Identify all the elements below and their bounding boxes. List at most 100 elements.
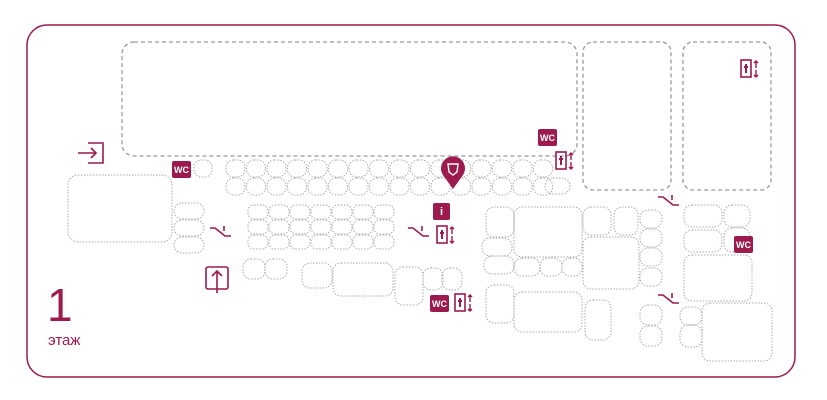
shop-area[interactable] <box>193 159 213 178</box>
shop-area[interactable] <box>369 159 389 178</box>
shop-area[interactable] <box>266 177 287 196</box>
shop-area[interactable] <box>247 219 269 235</box>
wc-icon[interactable]: WC <box>172 161 191 178</box>
shop-area[interactable] <box>639 228 663 248</box>
shop-area[interactable] <box>639 267 663 287</box>
shop-area[interactable] <box>471 177 492 196</box>
shop-area[interactable] <box>639 209 663 229</box>
shop-area[interactable] <box>679 306 703 326</box>
shop-area[interactable] <box>246 159 266 178</box>
shop-area[interactable] <box>441 267 463 291</box>
shop-area[interactable] <box>679 324 703 348</box>
elevator-icon[interactable] <box>740 59 759 78</box>
wc-icon[interactable]: WC <box>538 129 557 146</box>
wc-icon[interactable]: WC <box>430 295 449 312</box>
shop-area[interactable] <box>67 174 173 243</box>
shop-area[interactable] <box>422 267 444 291</box>
shop-area[interactable] <box>310 234 332 250</box>
shop-area[interactable] <box>247 234 269 250</box>
shop-area[interactable] <box>389 159 410 178</box>
shop-area[interactable] <box>582 206 612 236</box>
shop-area[interactable] <box>723 204 751 228</box>
shop-area[interactable] <box>492 177 512 196</box>
shop-area[interactable] <box>513 291 583 333</box>
shop-area[interactable] <box>410 177 430 196</box>
shop-area[interactable] <box>307 177 328 196</box>
shop-area[interactable] <box>485 284 515 324</box>
shop-area[interactable] <box>310 204 332 220</box>
shop-area[interactable] <box>701 302 773 362</box>
shop-area[interactable] <box>373 219 395 235</box>
exit-icon[interactable] <box>205 266 229 293</box>
shop-area[interactable] <box>173 202 205 220</box>
shop-area[interactable] <box>264 258 288 280</box>
shop-area[interactable] <box>582 236 640 290</box>
shop-area[interactable] <box>173 219 205 237</box>
location-pin-icon[interactable] <box>440 156 465 189</box>
shop-area[interactable] <box>533 159 553 178</box>
shop-area[interactable] <box>310 219 332 235</box>
shop-area[interactable] <box>533 177 553 196</box>
shop-area[interactable] <box>173 236 205 254</box>
shop-area[interactable] <box>512 177 533 196</box>
elevator-icon[interactable] <box>454 293 473 312</box>
shop-area[interactable] <box>352 219 374 235</box>
shop-area[interactable] <box>287 177 307 196</box>
shop-area[interactable] <box>485 206 515 238</box>
shop-area[interactable] <box>266 159 287 178</box>
shop-area[interactable] <box>328 177 348 196</box>
shop-area[interactable] <box>544 177 571 195</box>
shop-area[interactable] <box>639 325 663 347</box>
shop-area[interactable] <box>225 159 246 178</box>
shop-area[interactable] <box>512 159 533 178</box>
shop-area[interactable] <box>639 304 663 326</box>
info-icon[interactable]: i <box>433 203 450 220</box>
shop-area[interactable] <box>683 254 753 302</box>
shop-area[interactable] <box>430 177 451 196</box>
shop-area[interactable] <box>287 159 307 178</box>
shop-area[interactable] <box>682 41 772 191</box>
shop-area[interactable] <box>247 204 269 220</box>
shop-area[interactable] <box>613 206 639 236</box>
escalator-icon[interactable] <box>658 293 679 303</box>
shop-area[interactable] <box>369 177 389 196</box>
escalator-icon[interactable] <box>408 226 429 236</box>
shop-area[interactable] <box>481 237 513 257</box>
shop-area[interactable] <box>639 247 663 267</box>
shop-area[interactable] <box>539 257 563 277</box>
shop-area[interactable] <box>242 258 266 280</box>
shop-area[interactable] <box>410 159 430 178</box>
escalator-icon[interactable] <box>658 195 679 205</box>
shop-area[interactable] <box>268 219 290 235</box>
shop-area[interactable] <box>513 257 541 277</box>
elevator-icon[interactable] <box>436 225 455 244</box>
elevator-icon[interactable] <box>555 151 574 170</box>
shop-area[interactable] <box>121 41 578 157</box>
wc-icon[interactable]: WC <box>734 236 753 253</box>
shop-area[interactable] <box>246 177 266 196</box>
shop-area[interactable] <box>430 159 451 178</box>
shop-area[interactable] <box>723 227 751 253</box>
shop-area[interactable] <box>268 204 290 220</box>
shop-area[interactable] <box>268 234 290 250</box>
shop-area[interactable] <box>683 204 723 228</box>
shop-area[interactable] <box>394 266 424 306</box>
shop-area[interactable] <box>328 159 348 178</box>
shop-area[interactable] <box>513 206 583 258</box>
shop-area[interactable] <box>352 204 374 220</box>
shop-area[interactable] <box>373 204 395 220</box>
shop-area[interactable] <box>582 41 672 191</box>
shop-area[interactable] <box>348 159 369 178</box>
shop-area[interactable] <box>492 159 512 178</box>
shop-area[interactable] <box>307 159 328 178</box>
shop-area[interactable] <box>683 229 723 253</box>
shop-area[interactable] <box>225 177 246 196</box>
shop-area[interactable] <box>483 255 515 275</box>
entrance-icon[interactable] <box>78 142 104 164</box>
shop-area[interactable] <box>289 219 311 235</box>
shop-area[interactable] <box>331 204 353 220</box>
shop-area[interactable] <box>561 257 583 277</box>
shop-area[interactable] <box>301 262 333 289</box>
shop-area[interactable] <box>584 299 612 341</box>
shop-area[interactable] <box>331 219 353 235</box>
